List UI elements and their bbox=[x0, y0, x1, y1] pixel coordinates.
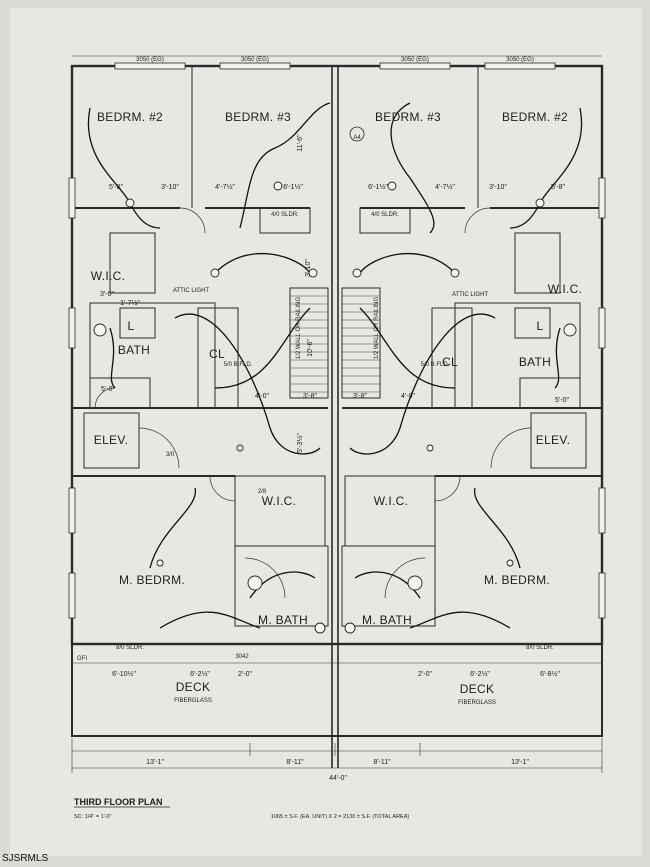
label-gfi: GFI bbox=[77, 656, 87, 662]
label-door-28: 2/8 bbox=[258, 489, 267, 495]
label-door-30: 3/0 bbox=[166, 452, 175, 458]
label-bifold-left: 5/0 B.FLD. bbox=[224, 362, 253, 368]
label-elev-left: ELEV. bbox=[94, 433, 128, 447]
label-master-bath-left: M. BATH bbox=[258, 613, 308, 627]
dim-4-7-b: 4'-7½" bbox=[435, 183, 455, 191]
dim-10-6: 10'-6" bbox=[307, 339, 314, 357]
label-elev-right: ELEV. bbox=[536, 433, 570, 447]
label-fiberglass-right: FIBERGLASS bbox=[458, 700, 496, 706]
dim-5-8-b: 5'-8" bbox=[551, 184, 565, 191]
dimension-lines bbox=[71, 55, 603, 773]
label-wic-left: W.I.C. bbox=[91, 269, 125, 283]
dim-deck-4: 2'-0" bbox=[418, 671, 432, 678]
title-block: THIRD FLOOR PLAN SC: 1/4" = 1'-0" 1065 ±… bbox=[74, 797, 409, 820]
dim-4-7-a: 4'-7½" bbox=[215, 183, 235, 191]
walls bbox=[70, 64, 604, 768]
label-slider-right: 8/0 SLDR. bbox=[526, 645, 554, 651]
dim-bottom-1: 13'-1" bbox=[146, 759, 164, 766]
dim-window-2: 3050 (EG) bbox=[241, 57, 269, 63]
label-door-3042: 3042 bbox=[235, 654, 249, 660]
dim-1-7: 1'-7½" bbox=[120, 299, 140, 307]
dim-bottom-3: 8'-11" bbox=[373, 759, 391, 766]
label-master-wic-left: W.I.C. bbox=[262, 494, 296, 508]
dim-3-10-b: 3'-10" bbox=[489, 184, 507, 191]
label-deck-right: DECK bbox=[460, 682, 495, 696]
dim-3-0: 3'-0" bbox=[100, 291, 114, 298]
dim-5-3: 5'-3½" bbox=[296, 433, 304, 453]
label-detail-a4: A4 bbox=[353, 135, 361, 141]
dimension-labels: 13'-1" 8'-11" 8'-11" 13'-1" 44'-0" 3050 … bbox=[77, 57, 569, 782]
dim-stair-1: 3'-8" bbox=[303, 393, 317, 400]
dim-bottom-4: 13'-1" bbox=[511, 759, 529, 766]
floor-plan-sheet: BEDRM. #2 BEDRM. #3 BEDRM. #3 BEDRM. #2 … bbox=[10, 8, 642, 856]
dim-window-4: 3050 (EG) bbox=[506, 57, 534, 63]
label-bedrm2-left: BEDRM. #2 bbox=[97, 110, 163, 124]
label-bath-left: BATH bbox=[118, 343, 150, 357]
door-swings bbox=[94, 207, 532, 599]
note-half-wall-left: 1/2 WALL OR RAILING bbox=[296, 297, 302, 360]
dim-5-8-a: 5'-8" bbox=[109, 184, 123, 191]
plan-title: THIRD FLOOR PLAN bbox=[74, 797, 163, 807]
label-master-bedroom-right: M. BEDRM. bbox=[484, 573, 550, 587]
label-l-left: L bbox=[128, 319, 135, 333]
dim-stair-2: 3'-8" bbox=[353, 393, 367, 400]
dim-4-0-b: 4'-0" bbox=[401, 393, 415, 400]
label-attic-light-left: ATTIC LIGHT bbox=[173, 288, 210, 294]
label-bedrm3-right: BEDRM. #3 bbox=[375, 110, 441, 124]
dim-deck-1: 6'-10½" bbox=[112, 670, 136, 678]
vertical-dimension-labels: 10'-6" 1/2 WALL OR RAILING 1/2 WALL OR R… bbox=[296, 134, 380, 453]
dim-bottom-2: 8'-11" bbox=[286, 759, 304, 766]
label-l-right: L bbox=[537, 319, 544, 333]
deck-outline bbox=[71, 643, 603, 737]
dim-3-10-vertical: 3'-10" bbox=[305, 259, 312, 277]
dim-window-3: 3050 (EG) bbox=[401, 57, 429, 63]
fixtures bbox=[93, 181, 577, 634]
label-cl-left: CL bbox=[209, 347, 225, 361]
dim-6-1-a: 6'-1½" bbox=[283, 183, 303, 191]
electrical-wiring bbox=[87, 102, 583, 629]
label-cl-right: CL bbox=[442, 355, 458, 369]
label-master-bath-right: M. BATH bbox=[362, 613, 412, 627]
dim-3-10-a: 3'-10" bbox=[161, 184, 179, 191]
dim-bottom-total: 44'-0" bbox=[329, 775, 347, 782]
label-fiberglass-left: FIBERGLASS bbox=[174, 698, 212, 704]
dim-deck-3: 2'-0" bbox=[238, 671, 252, 678]
label-bath-right: BATH bbox=[519, 355, 551, 369]
label-bedrm2-right: BEDRM. #2 bbox=[502, 110, 568, 124]
dim-6-1-b: 6'-1½" bbox=[368, 183, 388, 191]
label-wic-right: W.I.C. bbox=[548, 282, 582, 296]
dim-4-0-a: 4'-0" bbox=[255, 393, 269, 400]
note-half-wall-right: 1/2 WALL OR RAILING bbox=[374, 297, 380, 360]
section-marker bbox=[349, 126, 365, 142]
label-master-wic-right: W.I.C. bbox=[374, 494, 408, 508]
windows bbox=[68, 62, 606, 619]
plan-scale: SC: 1/4" = 1'-0" bbox=[74, 814, 112, 820]
dim-5-0-b: 5'-0" bbox=[555, 397, 569, 404]
plan-area-note: 1065 ± S.F. (EA. UNIT) X 2 = 2130 ± S.F.… bbox=[271, 814, 410, 820]
label-deck-left: DECK bbox=[176, 680, 211, 694]
label-slider-top-left: 4/0 SLDR. bbox=[271, 212, 299, 218]
dim-5-0-a: 5'-0" bbox=[101, 386, 115, 393]
room-labels: BEDRM. #2 BEDRM. #3 BEDRM. #3 BEDRM. #2 … bbox=[91, 110, 582, 706]
dim-deck-6: 6'-8½" bbox=[540, 670, 560, 678]
dim-11-6: 11'-6" bbox=[297, 134, 304, 152]
dim-deck-5: 6'-2½" bbox=[470, 670, 490, 678]
dim-window-1: 3050 (EG) bbox=[136, 57, 164, 63]
dim-deck-2: 6'-2½" bbox=[190, 670, 210, 678]
stair-treads bbox=[290, 295, 380, 393]
label-bifold-right: 5/0 B.FLD. bbox=[421, 362, 450, 368]
floor-plan-drawing: BEDRM. #2 BEDRM. #3 BEDRM. #3 BEDRM. #2 … bbox=[68, 55, 606, 820]
watermark: SJSRMLS bbox=[2, 853, 49, 864]
label-attic-light-right: ATTIC LIGHT bbox=[452, 292, 489, 298]
label-bedrm3-left: BEDRM. #3 bbox=[225, 110, 291, 124]
label-master-bedroom-left: M. BEDRM. bbox=[119, 573, 185, 587]
label-slider-top-right: 4/0 SLDR. bbox=[371, 212, 399, 218]
label-slider-left: 8/0 SLDR. bbox=[116, 645, 144, 651]
